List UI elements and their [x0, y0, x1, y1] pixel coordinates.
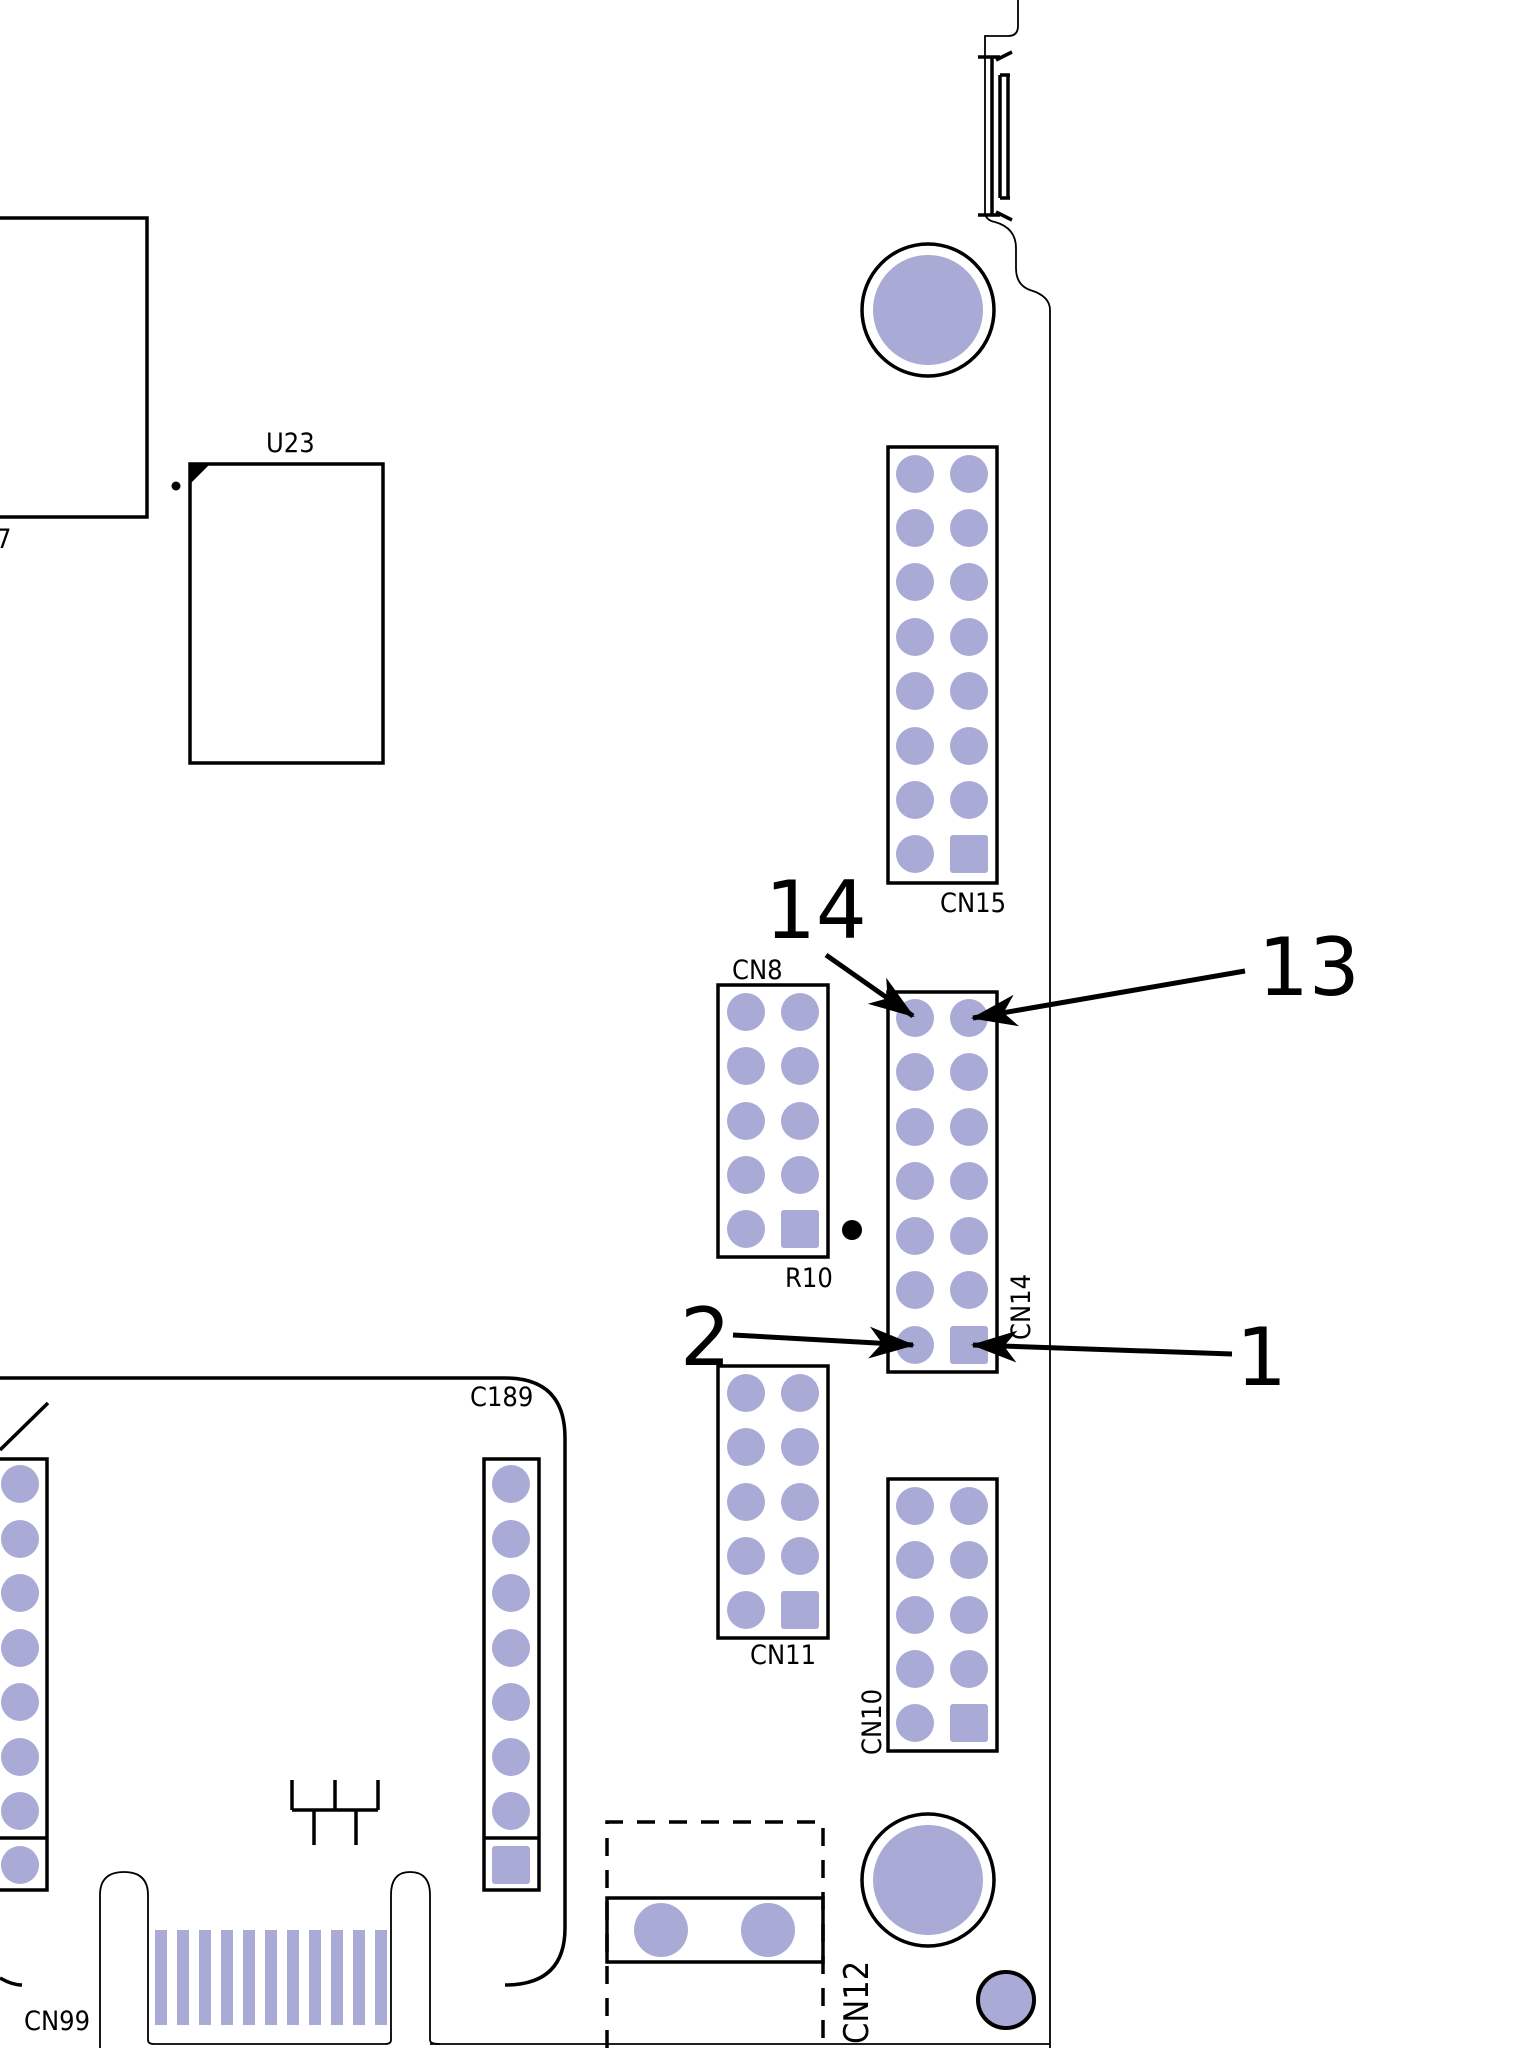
mounting-hole-top	[860, 242, 996, 378]
callout-pin14: 14	[765, 864, 867, 957]
cn10-label: CN10	[857, 1689, 888, 1755]
c189-label: C189	[470, 1382, 533, 1413]
ic-partial-label: 7	[0, 524, 11, 555]
arrow-pin13	[971, 968, 1246, 1027]
u23-label: U23	[266, 428, 315, 459]
cn8-header	[716, 983, 830, 1259]
arrow-pin1	[971, 1330, 1233, 1363]
arrow-pin2	[732, 1326, 915, 1359]
cn11-label: CN11	[750, 1640, 816, 1671]
u23-chip	[171, 462, 385, 765]
callout-pin1: 1	[1236, 1311, 1287, 1404]
pin1-marker-dot	[842, 1220, 862, 1240]
card-contacts	[155, 1930, 387, 2025]
cn15-header	[886, 445, 999, 885]
ic-partial-left	[0, 216, 149, 519]
pin-strip-left	[0, 1457, 49, 1892]
callout-pin2: 2	[680, 1291, 731, 1384]
cn99-outline-left-tail	[0, 1976, 23, 1987]
cn14-header	[886, 990, 999, 1374]
card-connector-outline	[99, 1871, 441, 2048]
callout-pin13: 13	[1258, 921, 1360, 1014]
cn8-label: CN8	[732, 955, 783, 986]
edge-connector	[978, 50, 1013, 222]
fiducial-pad	[976, 1970, 1036, 2030]
cn99-outline	[0, 1376, 567, 1987]
cn15-label: CN15	[940, 888, 1006, 919]
board-edge	[984, 0, 1051, 2048]
mounting-hole-bottom	[860, 1812, 996, 1948]
r10-label: R10	[785, 1263, 833, 1294]
cn12-header	[605, 1820, 825, 2048]
cn99-slant	[0, 1401, 50, 1452]
pin-strip-right	[482, 1457, 541, 1892]
cn11-header	[716, 1364, 830, 1640]
cn99-label: CN99	[24, 2006, 90, 2037]
cn12-label: CN12	[837, 1961, 877, 2044]
arrow-pin14	[824, 952, 915, 1019]
cn14-label: CN14	[1006, 1274, 1037, 1340]
cn10-header	[886, 1477, 999, 1753]
test-point-symbol	[290, 1780, 380, 1845]
